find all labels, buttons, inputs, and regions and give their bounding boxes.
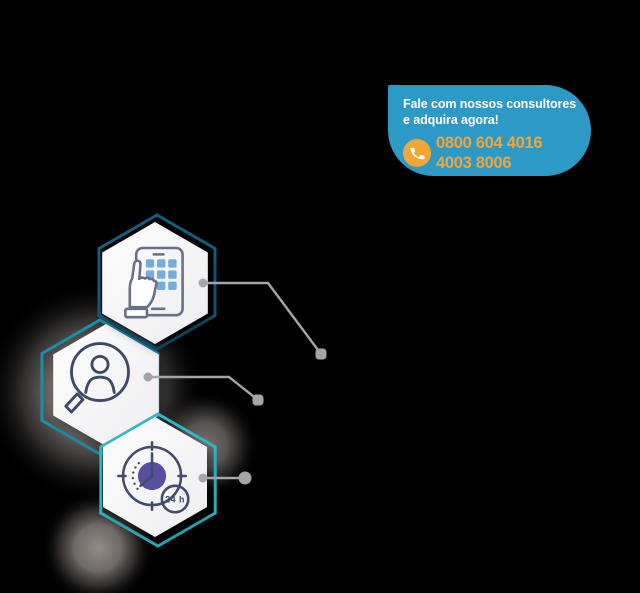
hexagon-outline: [99, 412, 217, 548]
phone-row: 0800 604 4016 4003 8006: [403, 133, 579, 173]
phone-number-2[interactable]: 4003 8006: [436, 154, 512, 172]
hexagon-24h-clock: 24 h: [99, 412, 217, 548]
magnifier-handle: [64, 392, 85, 414]
connector-start-dot: [143, 372, 153, 382]
contact-banner: Fale com nossos consultores e adquira ag…: [388, 85, 591, 176]
connector-bottom: [198, 471, 252, 485]
badge-24h-circle: [160, 484, 190, 514]
phone-numbers: 0800 604 4016 4003 8006: [436, 133, 543, 173]
banner-heading-line2: e adquira agora!: [403, 113, 499, 127]
clock-24h-icon: 24 h: [117, 441, 190, 514]
connector-end-dot: [238, 471, 252, 485]
person-shoulders: [84, 375, 116, 394]
phone-number-1[interactable]: 0800 604 4016: [436, 134, 543, 152]
connector-top: [198, 278, 327, 360]
touch-tablet-icon: [124, 246, 184, 319]
person-search-icon: [64, 342, 130, 414]
hexagon-touch-tablet: [97, 213, 217, 351]
clock-hand-hour: [139, 474, 154, 488]
connector-end-dot: [315, 348, 327, 360]
pointing-hand: [128, 259, 158, 309]
banner-heading-line1: Fale com nossos consultores: [403, 97, 577, 111]
hexagon: [53, 324, 159, 446]
phone-icon: [403, 139, 431, 167]
connector-end-dot: [252, 394, 264, 406]
connector-start-dot: [198, 473, 208, 483]
connector-start-dot: [198, 278, 208, 288]
connector-middle: [143, 372, 264, 406]
magnifier-lens: [70, 342, 130, 402]
hand-cuff: [124, 307, 149, 319]
person-head: [90, 354, 110, 374]
hexagon-outline: [97, 213, 217, 351]
clock-minute-dots: [131, 462, 141, 491]
clock-face: [121, 445, 183, 507]
badge-24h-label: 24 h: [165, 494, 185, 504]
